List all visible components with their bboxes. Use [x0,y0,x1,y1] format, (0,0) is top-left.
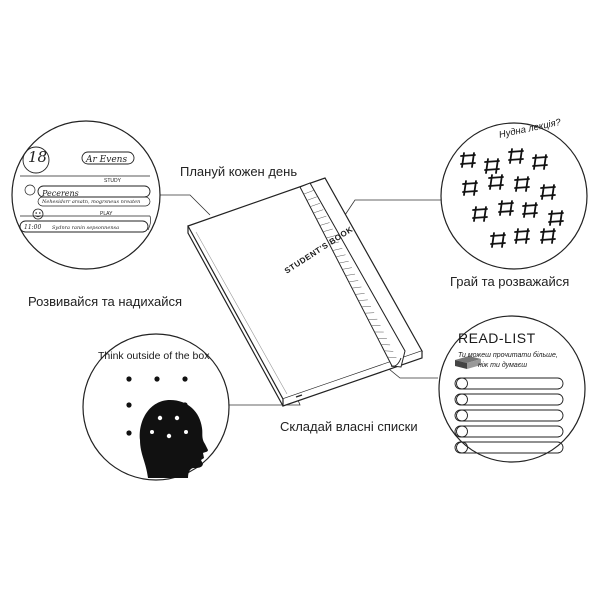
planner-study-label: STUDY [104,178,121,184]
planner-entry-3: Sydnra ranin sepsonnensa [52,225,120,231]
notebook-edge [282,351,423,407]
caption-lists: Складай власні списки [280,419,418,434]
head-silhouette-icon [139,400,208,478]
notebook-illustration [187,177,423,407]
planner-play-label: PLAY [100,211,113,217]
planner-date: 18 [28,148,48,166]
planner-entry-2: Nehesidsrr arsatn, mogrsneus nreaten [42,199,141,205]
readlist-subtitle-line1: Ти можеш прочитати більше, [458,352,558,359]
readlist-rows [454,377,564,454]
planner-entry-1: Pecerens [42,189,79,198]
elastic-band [299,182,406,368]
caption-grow: Розвивайся та надихайся [28,294,183,309]
bubble-readlist [438,315,586,463]
connector-games [344,199,444,216]
planner-name: Ar Evens [86,155,128,165]
planner-row-2 [37,196,151,207]
tic-tac-toe-grid-icon [460,148,564,248]
name-pill [81,151,135,165]
books-stack-icon [455,356,481,369]
planner-time: 11:00 [24,224,42,231]
bubble-planner [11,120,161,270]
smiley-icon [32,208,44,220]
caption-plan: Плануй кожен день [180,164,298,179]
bookmark-tip [295,394,303,398]
leaf-icon [147,215,152,231]
think-title: Think outside of the box [98,350,210,362]
connector-planner [153,194,211,216]
elastic-band-texture [303,190,397,359]
bubble-planner-circle [11,120,161,270]
clock-icon [24,184,36,196]
bubble-games-circle [440,122,588,270]
bubble-think [82,333,230,481]
date-circle [22,146,50,174]
caption-play: Грай та розважайся [450,274,570,289]
planner-row-3 [19,220,149,233]
readlist-title: READ-LIST [458,330,536,346]
readlist-subtitle-line2: ніж ти думаєш [478,362,528,369]
bubble-games [440,122,588,270]
